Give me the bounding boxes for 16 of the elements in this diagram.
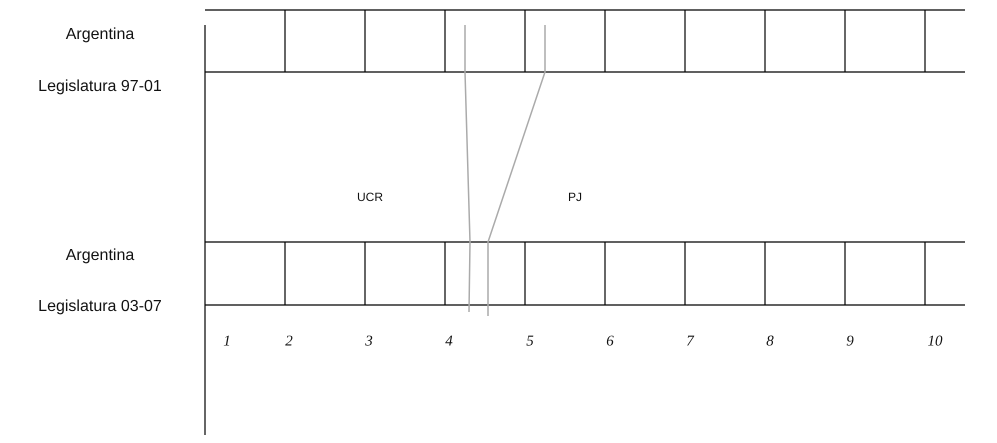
scale-number: 8 — [766, 334, 774, 350]
scale-number: 5 — [526, 334, 534, 350]
scale-number: 9 — [846, 334, 854, 350]
scale-number: 1 — [223, 334, 231, 350]
period-label: Legislatura 03-07 — [38, 299, 162, 315]
scale-number: 3 — [365, 334, 373, 350]
period-label: Legislatura 97-01 — [38, 79, 162, 95]
scale-number: 10 — [928, 334, 942, 350]
scale-number: 6 — [606, 334, 614, 350]
country-label: Argentina — [66, 27, 134, 43]
party-label: PJ — [568, 191, 582, 203]
party-label: UCR — [357, 191, 383, 203]
scale-number: 2 — [285, 334, 293, 350]
scale-number: 4 — [445, 334, 453, 350]
country-label: Argentina — [66, 248, 134, 264]
scale-number: 7 — [686, 334, 694, 350]
